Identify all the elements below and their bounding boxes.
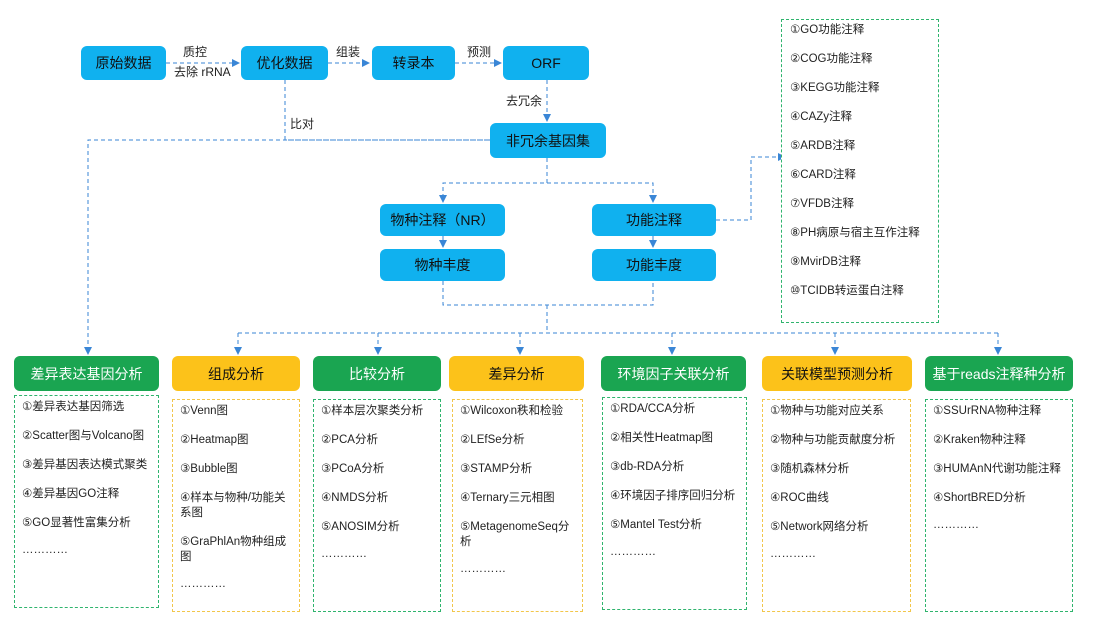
list-item: ①RDA/CCA分析 — [610, 403, 696, 415]
list-item: ②物种与功能贡献度分析 — [770, 434, 896, 446]
node-raw-data: 原始数据 — [81, 46, 166, 80]
list-item: ①样本层次聚类分析 — [321, 405, 424, 417]
more-ellipsis: ………… — [610, 546, 656, 558]
list-item: ①SSUrRNA物种注释 — [933, 405, 1042, 417]
list-item: ⑤GraPhlAn物种组成图 — [180, 536, 287, 563]
node-function-annotation: 功能注释 — [592, 204, 716, 236]
list-item: ①差异表达基因筛选 — [22, 401, 125, 413]
function-annotation-list: ①GO功能注释 ②COG功能注释 ③KEGG功能注释 ④CAZy注释 ⑤ARDB… — [781, 19, 939, 323]
list-item: ⑧PH病原与宿主互作注释 — [790, 227, 920, 239]
list-item: ③STAMP分析 — [460, 463, 533, 475]
header-environment-analysis: 环境因子关联分析 — [601, 356, 746, 391]
list-item: ③db-RDA分析 — [610, 461, 685, 473]
edge-geneset-to-deg — [84, 139, 490, 355]
panel-reads-analysis: ①SSUrRNA物种注释 ②Kraken物种注释 ③HUMAnN代谢功能注释 ④… — [925, 399, 1073, 612]
list-item: ②LEfSe分析 — [460, 434, 525, 446]
panel-composition-analysis: ①Venn图 ②Heatmap图 ③Bubble图 ④样本与物种/功能关系图 ⑤… — [172, 399, 300, 612]
more-ellipsis: ………… — [770, 548, 816, 560]
label-assembly: 组装 — [336, 45, 361, 59]
panel-deg-analysis: ①差异表达基因筛选 ②Scatter图与Volcano图 ③差异基因表达模式聚类… — [14, 395, 159, 608]
header-composition-analysis: 组成分析 — [172, 356, 300, 391]
list-item: ③随机森林分析 — [770, 463, 850, 475]
list-item: ④ShortBRED分析 — [933, 492, 1026, 504]
list-item: ②COG功能注释 — [790, 53, 873, 65]
panel-comparison-analysis: ①样本层次聚类分析 ②PCA分析 ③PCoA分析 ④NMDS分析 ⑤ANOSIM… — [313, 399, 441, 612]
list-item: ⑤ARDB注释 — [790, 140, 856, 152]
list-item: ②Scatter图与Volcano图 — [22, 430, 145, 442]
list-item: ④ROC曲线 — [770, 492, 829, 504]
panel-difference-analysis: ①Wilcoxon秩和检验 ②LEfSe分析 ③STAMP分析 ④Ternary… — [452, 399, 583, 612]
list-item: ③KEGG功能注释 — [790, 82, 880, 94]
more-ellipsis: ………… — [460, 563, 506, 575]
header-difference-analysis: 差异分析 — [449, 356, 584, 391]
label-align: 比对 — [290, 117, 315, 131]
node-optimized-data: 优化数据 — [241, 46, 328, 80]
list-item: ⑤Mantel Test分析 — [610, 519, 702, 531]
node-function-abundance: 功能丰度 — [592, 249, 716, 281]
node-transcripts: 转录本 — [372, 46, 455, 80]
more-ellipsis: ………… — [321, 548, 367, 560]
list-item: ①Wilcoxon秩和检验 — [460, 405, 563, 417]
edge-func-to-list — [716, 153, 786, 221]
list-item: ⑤MetagenomeSeq分析 — [460, 521, 570, 548]
list-item: ③PCoA分析 — [321, 463, 385, 475]
list-item: ⑤GO显著性富集分析 — [22, 517, 131, 529]
list-item: ⑥CARD注释 — [790, 169, 856, 181]
node-gene-set: 非冗余基因集 — [490, 123, 606, 158]
list-item: ④环境因子排序回归分析 — [610, 490, 736, 502]
label-dedup: 去冗余 — [506, 94, 543, 108]
list-item: ④CAZy注释 — [790, 111, 853, 123]
list-item: ④差异基因GO注释 — [22, 488, 120, 500]
more-ellipsis: ………… — [933, 519, 979, 531]
list-item: ③HUMAnN代谢功能注释 — [933, 463, 1061, 475]
list-item: ①GO功能注释 — [790, 24, 865, 36]
header-deg-analysis: 差异表达基因分析 — [14, 356, 159, 391]
edge-optimized-to-align — [284, 80, 490, 141]
more-ellipsis: ………… — [180, 578, 226, 590]
list-item: ①Venn图 — [180, 405, 229, 417]
list-item: ②相关性Heatmap图 — [610, 432, 713, 444]
list-item: ①物种与功能对应关系 — [770, 405, 884, 417]
list-item: ②PCA分析 — [321, 434, 378, 446]
list-item: ⑤ANOSIM分析 — [321, 521, 400, 533]
more-ellipsis: ………… — [22, 544, 68, 556]
edge-geneset-branch-right — [547, 182, 657, 203]
list-item: ②Heatmap图 — [180, 434, 249, 446]
header-model-analysis: 关联模型预测分析 — [762, 356, 912, 391]
list-item: ④NMDS分析 — [321, 492, 389, 504]
label-predict: 预测 — [467, 45, 492, 59]
list-item: ⑦VFDB注释 — [790, 198, 854, 210]
edge-geneset-branch — [439, 158, 548, 203]
node-species-annotation: 物种注释（NR） — [380, 204, 505, 236]
header-reads-analysis: 基于reads注释种分析 — [925, 356, 1073, 391]
list-item: ③Bubble图 — [180, 463, 238, 475]
edge-abundance-merge — [442, 281, 654, 306]
list-item: ④Ternary三元相图 — [460, 492, 555, 504]
list-item: ④样本与物种/功能关系图 — [180, 492, 286, 519]
label-remove-rrna: 去除 rRNA — [174, 65, 231, 79]
node-species-abundance: 物种丰度 — [380, 249, 505, 281]
node-orf: ORF — [503, 46, 589, 80]
panel-model-analysis: ①物种与功能对应关系 ②物种与功能贡献度分析 ③随机森林分析 ④ROC曲线 ⑤N… — [762, 399, 911, 612]
panel-environment-analysis: ①RDA/CCA分析 ②相关性Heatmap图 ③db-RDA分析 ④环境因子排… — [602, 397, 747, 610]
list-item: ③差异基因表达模式聚类 — [22, 459, 148, 471]
list-item: ⑨MvirDB注释 — [790, 256, 861, 268]
label-qc: 质控 — [183, 45, 208, 59]
list-item: ②Kraken物种注释 — [933, 434, 1026, 446]
list-item: ⑩TCIDB转运蛋白注释 — [790, 285, 904, 297]
list-item: ⑤Network网络分析 — [770, 521, 869, 533]
header-comparison-analysis: 比较分析 — [313, 356, 441, 391]
